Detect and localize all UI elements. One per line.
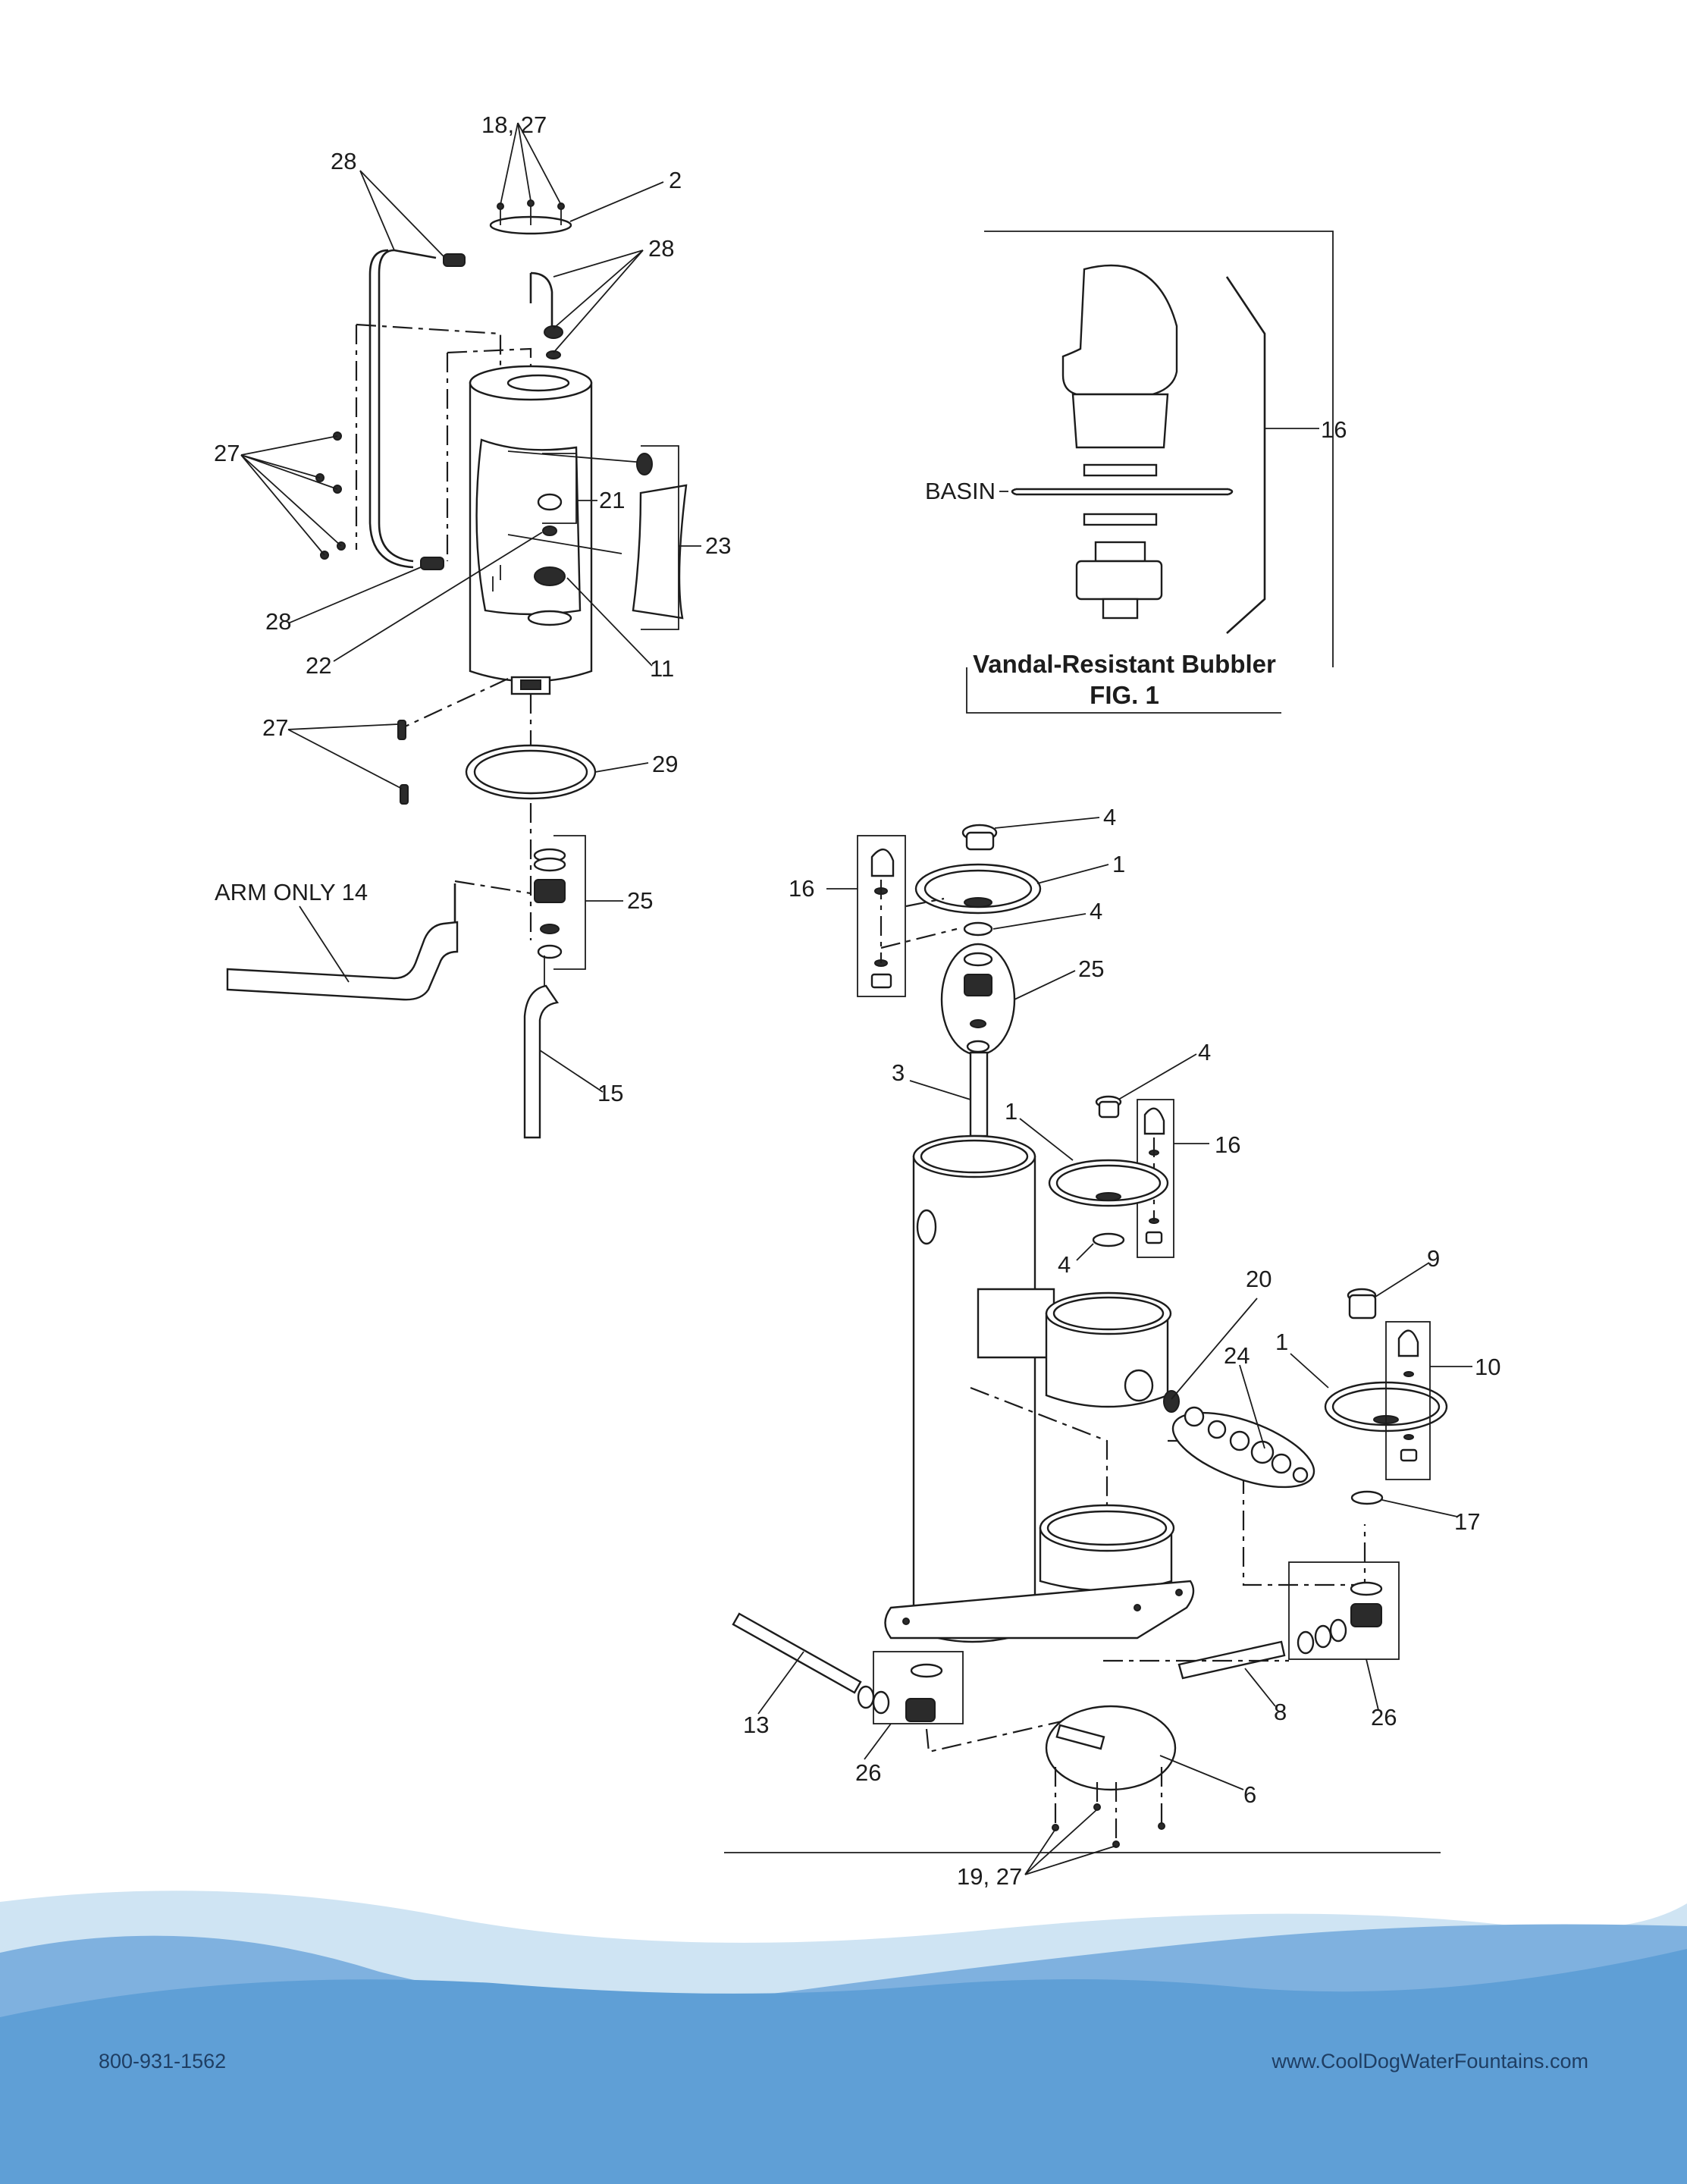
label-20: 20 xyxy=(1246,1266,1272,1292)
right-labels: 4 1 16 4 25 3 4 1 16 4 20 9 24 1 10 17 1… xyxy=(743,804,1500,1890)
label-25-left: 25 xyxy=(627,887,653,914)
label-28-top: 28 xyxy=(331,148,356,174)
footer-waves xyxy=(0,1891,1687,2184)
label-21: 21 xyxy=(599,487,625,513)
label-17: 17 xyxy=(1454,1508,1480,1535)
label-6: 6 xyxy=(1243,1781,1256,1808)
footer-phone[interactable]: 800-931-1562 xyxy=(99,2050,227,2073)
label-23: 23 xyxy=(705,532,731,559)
detail-caption-title: Vandal-Resistant Bubbler xyxy=(973,650,1276,678)
label-16-detail: 16 xyxy=(1321,416,1347,443)
label-18-27: 18, 27 xyxy=(481,111,547,138)
label-25-right: 25 xyxy=(1078,956,1104,982)
label-26-left: 26 xyxy=(855,1759,881,1786)
label-11: 11 xyxy=(650,655,674,682)
right-leader-lines xyxy=(757,817,1472,1875)
label-26-right: 26 xyxy=(1371,1704,1397,1731)
left-labels: 18, 27 2 28 28 27 21 23 28 22 11 27 29 A… xyxy=(214,111,731,1106)
right-assembly xyxy=(724,824,1448,1853)
label-15: 15 xyxy=(597,1080,623,1106)
label-9: 9 xyxy=(1427,1245,1440,1272)
bubbler-detail xyxy=(966,231,1334,714)
label-3: 3 xyxy=(892,1059,905,1086)
left-assembly xyxy=(226,199,688,1139)
label-28-right: 28 xyxy=(648,235,674,262)
left-leader-lines xyxy=(240,122,701,1093)
label-16-b: 16 xyxy=(1215,1131,1240,1158)
label-19-27: 19, 27 xyxy=(957,1863,1022,1890)
label-10: 10 xyxy=(1475,1354,1500,1380)
label-29: 29 xyxy=(652,751,678,777)
label-13: 13 xyxy=(743,1712,769,1738)
label-4-b: 4 xyxy=(1090,898,1102,924)
label-4-c: 4 xyxy=(1198,1039,1211,1065)
label-24: 24 xyxy=(1224,1342,1250,1369)
label-16-a: 16 xyxy=(789,875,814,902)
label-27-lower: 27 xyxy=(262,714,288,741)
bubbler-labels: 16 BASIN Vandal-Resistant Bubbler FIG. 1 xyxy=(925,416,1347,709)
label-27-left: 27 xyxy=(214,440,240,466)
label-22: 22 xyxy=(306,652,331,679)
label-4-d: 4 xyxy=(1058,1251,1071,1278)
label-arm-only-14: ARM ONLY 14 xyxy=(215,879,368,905)
label-4-a: 4 xyxy=(1103,804,1116,830)
footer-website-link[interactable]: www.CoolDogWaterFountains.com xyxy=(1272,2050,1588,2073)
label-2: 2 xyxy=(669,167,682,193)
label-8: 8 xyxy=(1274,1699,1287,1725)
label-1-c: 1 xyxy=(1275,1329,1288,1355)
label-28-bottom: 28 xyxy=(265,608,291,635)
label-1-b: 1 xyxy=(1005,1098,1018,1125)
label-basin: BASIN xyxy=(925,478,996,504)
detail-caption-fig: FIG. 1 xyxy=(1090,681,1159,709)
label-1-a: 1 xyxy=(1112,851,1125,877)
